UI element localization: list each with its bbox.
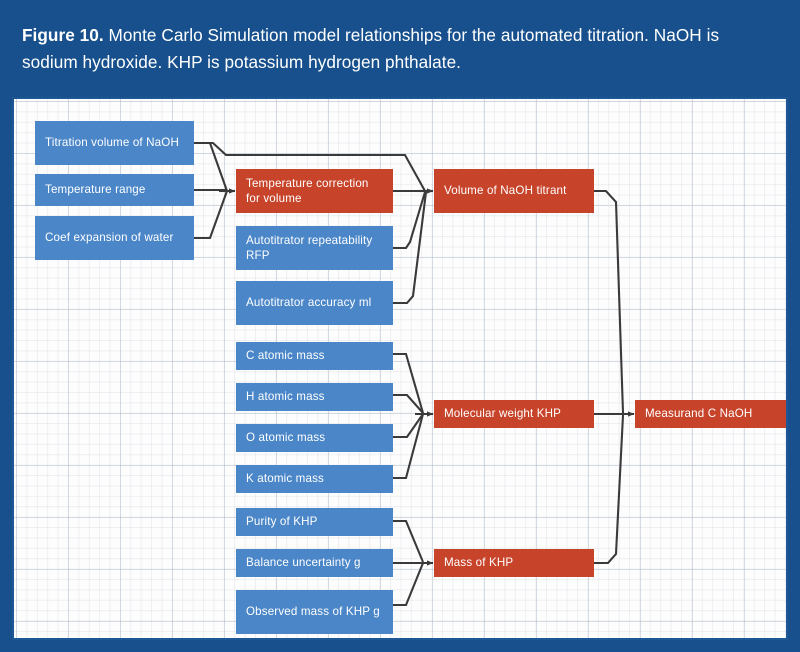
edge-coef-expansion-to-temp-correction	[194, 190, 228, 240]
edge-autotitrator-repeatability-to-volume-naoh	[393, 191, 427, 250]
node-label: Balance uncertainty g	[246, 556, 361, 570]
node-autotitrator-accuracy-ml[interactable]: Autotitrator accuracy ml	[236, 281, 393, 325]
edge-mass-khp-to-measurand	[594, 414, 625, 565]
node-temperature-range[interactable]: Temperature range	[35, 174, 194, 206]
edge-o-atomic-mass-to-mw-khp	[393, 413, 424, 439]
edge-volume-naoh-to-measurand	[594, 189, 625, 414]
node-label: C atomic mass	[246, 349, 325, 363]
node-label: Temperature range	[45, 183, 146, 197]
node-balance-uncertainty-g[interactable]: Balance uncertainty g	[236, 549, 393, 577]
node-label: Autotitrator repeatability RFP	[246, 233, 373, 263]
node-label: H atomic mass	[246, 390, 325, 404]
node-purity-of-khp[interactable]: Purity of KHP	[236, 508, 393, 536]
figure-caption: Figure 10. Monte Carlo Simulation model …	[22, 22, 774, 76]
edge-c-atomic-mass-to-mw-khp	[393, 352, 425, 414]
node-c-atomic-mass[interactable]: C atomic mass	[236, 342, 393, 370]
edge-purity-khp-to-mass-khp	[393, 519, 424, 563]
node-autotitrator-repeatability-rfp[interactable]: Autotitrator repeatability RFP	[236, 226, 393, 270]
node-h-atomic-mass[interactable]: H atomic mass	[236, 383, 393, 411]
edge-titration-volume-to-volume-naoh	[194, 141, 426, 192]
figure-panel: Titration volume of NaOH Temperature ran…	[12, 97, 788, 640]
figure-caption-body: Monte Carlo Simulation model relationshi…	[22, 25, 720, 72]
node-temperature-correction-volume[interactable]: Temperature correction for volume	[236, 169, 393, 213]
node-label: Temperature correction for volume	[246, 176, 369, 206]
node-label: Purity of KHP	[246, 515, 318, 529]
node-molecular-weight-khp[interactable]: Molecular weight KHP	[434, 400, 594, 428]
node-label: O atomic mass	[246, 431, 326, 445]
node-label: Titration volume of NaOH	[45, 136, 179, 150]
node-titration-volume-naoh[interactable]: Titration volume of NaOH	[35, 121, 194, 165]
node-label: Mass of KHP	[444, 556, 514, 570]
node-observed-mass-of-khp-g[interactable]: Observed mass of KHP g	[236, 590, 393, 634]
figure-number-label: Figure 10.	[22, 25, 104, 45]
edge-autotitrator-accuracy-to-volume-naoh	[393, 191, 428, 305]
node-label: Autotitrator accuracy ml	[246, 296, 372, 310]
node-o-atomic-mass[interactable]: O atomic mass	[236, 424, 393, 452]
figure-caption-banner: Figure 10. Monte Carlo Simulation model …	[0, 0, 800, 95]
node-volume-of-naoh-titrant[interactable]: Volume of NaOH titrant	[434, 169, 594, 213]
edge-observed-mass-to-mass-khp	[393, 562, 424, 607]
node-label: Observed mass of KHP g	[246, 605, 380, 619]
node-coef-expansion-water[interactable]: Coef expansion of water	[35, 216, 194, 260]
node-label: Coef expansion of water	[45, 231, 174, 245]
edge-h-atomic-mass-to-mw-khp	[393, 393, 424, 414]
connector-layer	[194, 141, 635, 607]
node-measurand-c-naoh[interactable]: Measurand C NaOH	[635, 400, 786, 428]
node-label: Molecular weight KHP	[444, 407, 562, 421]
node-label: K atomic mass	[246, 472, 324, 486]
edges-group	[194, 141, 635, 607]
node-label: Volume of NaOH titrant	[444, 184, 567, 198]
edge-k-atomic-mass-to-mw-khp	[393, 413, 425, 480]
node-mass-of-khp[interactable]: Mass of KHP	[434, 549, 594, 577]
node-k-atomic-mass[interactable]: K atomic mass	[236, 465, 393, 493]
node-label: Measurand C NaOH	[645, 407, 753, 421]
